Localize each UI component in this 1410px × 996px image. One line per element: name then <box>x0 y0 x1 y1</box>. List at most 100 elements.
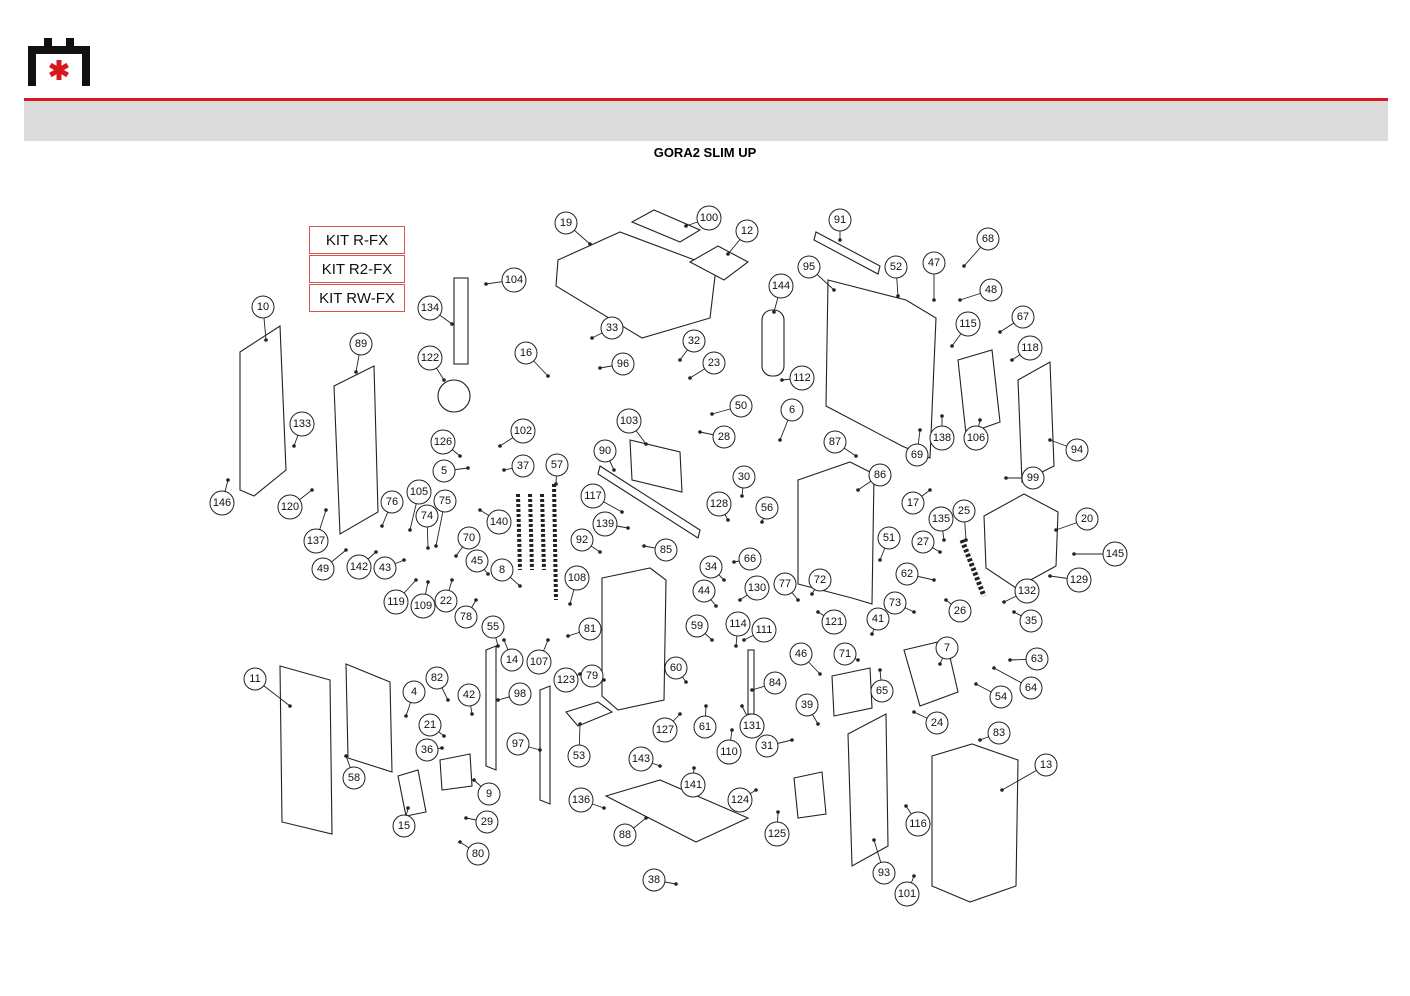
callout-number: 20 <box>1081 513 1093 525</box>
callout-number: 23 <box>708 357 720 369</box>
callout-anchor-dot <box>740 494 744 498</box>
callout-106: 106 <box>963 418 989 451</box>
callout-anchor-dot <box>578 722 582 726</box>
callout-anchor-dot <box>1008 658 1012 662</box>
callout-balloon <box>1019 676 1043 700</box>
callout-42: 42 <box>457 683 481 716</box>
callout-number: 112 <box>793 372 811 384</box>
callout-number: 86 <box>874 469 886 481</box>
callout-balloon <box>616 408 642 434</box>
callout-balloon <box>727 787 753 813</box>
callout-99: 99 <box>1004 466 1045 490</box>
callout-145: 145 <box>1072 541 1128 567</box>
callout-4: 4 <box>402 680 426 718</box>
callout-balloon <box>1025 647 1049 671</box>
callout-balloon <box>417 295 443 321</box>
callout-anchor-dot <box>790 738 794 742</box>
callout-anchor-dot <box>688 376 692 380</box>
callout-balloon <box>868 463 892 487</box>
callout-anchor-dot <box>730 728 734 732</box>
callout-number: 12 <box>741 225 753 237</box>
callout-anchor-dot <box>998 330 1002 334</box>
callout-anchor-dot <box>458 840 462 844</box>
callout-number: 119 <box>387 596 405 608</box>
callout-balloon <box>611 352 635 376</box>
callout-21: 21 <box>418 713 446 738</box>
callout-92: 92 <box>570 528 602 554</box>
callout-20: 20 <box>1054 507 1099 532</box>
callout-number: 64 <box>1025 682 1037 694</box>
callout-anchor-dot <box>714 604 718 608</box>
callout-anchor-dot <box>856 658 860 662</box>
box-15-shape <box>397 769 427 817</box>
callout-balloon <box>952 499 976 523</box>
callout-anchor-dot <box>698 430 702 434</box>
callout-anchor-dot <box>738 598 742 602</box>
callout-number: 8 <box>499 564 505 576</box>
callout-65: 65 <box>870 668 894 703</box>
callout-137: 137 <box>303 508 329 554</box>
callout-balloon <box>797 255 821 279</box>
callout-number: 32 <box>688 335 700 347</box>
callout-7: 7 <box>935 636 959 666</box>
callout-balloon <box>738 547 762 571</box>
callout-anchor-dot <box>1004 476 1008 480</box>
callout-82: 82 <box>425 666 450 702</box>
callout-number: 71 <box>839 648 851 660</box>
callout-balloon <box>652 717 678 743</box>
callout-number: 35 <box>1025 615 1037 627</box>
callout-138: 138 <box>929 414 955 451</box>
callout-anchor-dot <box>612 468 616 472</box>
callout-number: 15 <box>398 820 410 832</box>
springs-57-shape <box>516 483 558 601</box>
callout-balloon <box>755 734 779 758</box>
callout-balloon <box>1014 578 1040 604</box>
callout-number: 10 <box>257 301 269 313</box>
callout-44: 44 <box>692 579 718 608</box>
callout-number: 107 <box>530 656 548 668</box>
callout-number: 136 <box>572 794 590 806</box>
callout-anchor-dot <box>578 672 582 676</box>
callout-number: 127 <box>656 724 674 736</box>
callout-89: 89 <box>349 332 373 374</box>
callout-anchor-dot <box>450 322 454 326</box>
callout-anchor-dot <box>1048 574 1052 578</box>
callout-number: 134 <box>421 302 439 314</box>
callout-anchor-dot <box>760 520 764 524</box>
callout-number: 106 <box>967 432 985 444</box>
callout-anchor-dot <box>950 344 954 348</box>
callout-anchor-dot <box>912 610 916 614</box>
callout-number: 133 <box>293 418 311 430</box>
callout-number: 46 <box>795 648 807 660</box>
callout-48: 48 <box>958 278 1003 302</box>
callout-number: 139 <box>596 518 614 530</box>
callout-balloon <box>580 483 606 509</box>
callout-balloon <box>415 738 439 762</box>
callout-balloon <box>418 713 442 737</box>
callout-anchor-dot <box>780 378 784 382</box>
callout-number: 80 <box>472 848 484 860</box>
callout-number: 4 <box>411 686 417 698</box>
callout-balloon <box>578 617 602 641</box>
callout-59: 59 <box>685 614 714 642</box>
callout-number: 121 <box>825 616 843 628</box>
callout-anchor-dot <box>502 638 506 642</box>
callout-anchor-dot <box>872 838 876 842</box>
strip-84-shape <box>747 649 755 715</box>
frame-46-shape <box>831 667 873 717</box>
callout-number: 43 <box>379 562 391 574</box>
callout-anchor-dot <box>1072 552 1076 556</box>
callout-66: 66 <box>732 547 762 571</box>
callout-anchor-dot <box>918 428 922 432</box>
callout-balloon <box>457 526 481 550</box>
callout-balloon <box>702 351 726 375</box>
callout-anchor-dot <box>1048 438 1052 442</box>
callout-balloon <box>415 504 439 528</box>
callout-number: 31 <box>761 740 773 752</box>
callout-number: 120 <box>281 501 299 513</box>
brand-logo-icon <box>28 38 90 86</box>
callout-number: 37 <box>517 460 529 472</box>
callout-number: 34 <box>705 561 717 573</box>
callout-56: 56 <box>755 496 779 524</box>
callout-anchor-dot <box>644 442 648 446</box>
